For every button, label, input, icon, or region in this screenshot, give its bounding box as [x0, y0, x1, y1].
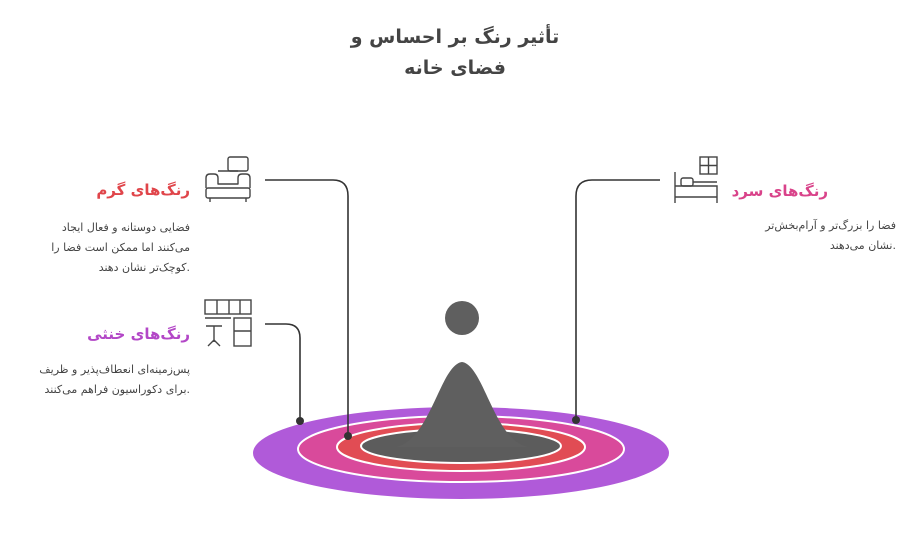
cool-connector-dot [572, 416, 580, 424]
bed-icon [674, 156, 718, 203]
neutral-desc-line-1: پس‌زمینه‌ای انعطاف‌پذیر و ظریف [39, 363, 190, 376]
cool-colors-heading: رنگ‌های سرد [731, 182, 828, 200]
person-head [445, 301, 479, 335]
neutral-connector [265, 323, 301, 421]
warm-desc-line-2: می‌کنند اما ممکن است فضا را [51, 241, 190, 254]
title-line-2: فضای خانه [404, 57, 506, 79]
person-figure [395, 301, 529, 447]
person-body [395, 362, 529, 447]
warm-connector [265, 179, 349, 436]
sofa-icon [205, 156, 251, 202]
cool-desc-line-2: .نشان می‌دهند [829, 239, 896, 252]
kitchen-icon [204, 299, 252, 347]
cool-desc-line-1: فضا را بزرگ‌تر و آرام‌بخش‌تر [765, 219, 896, 232]
cool-colors-description: فضا را بزرگ‌تر و آرام‌بخش‌تر .نشان می‌ده… [700, 216, 896, 256]
warm-colors-description: فضایی دوستانه و فعال ایجاد می‌کنند اما م… [30, 218, 190, 278]
warm-connector-dot [344, 432, 352, 440]
page-title: تأثیر رنگ بر احساس و فضای خانه [330, 22, 580, 84]
connectors [265, 179, 660, 436]
neutral-colors-heading: رنگ‌های خنثی [87, 325, 190, 343]
neutral-colors-description: پس‌زمینه‌ای انعطاف‌پذیر و ظریف .برای دکو… [20, 360, 190, 400]
warm-colors-heading: رنگ‌های گرم [96, 181, 190, 199]
cool-connector [575, 179, 660, 420]
neutral-desc-line-2: .برای دکوراسیون فراهم می‌کنند [44, 383, 190, 396]
neutral-connector-dot [296, 417, 304, 425]
warm-desc-line-1: فضایی دوستانه و فعال ایجاد [61, 221, 190, 234]
title-line-1: تأثیر رنگ بر احساس و [350, 26, 560, 48]
warm-desc-line-3: .کوچک‌تر نشان دهند [98, 261, 190, 274]
